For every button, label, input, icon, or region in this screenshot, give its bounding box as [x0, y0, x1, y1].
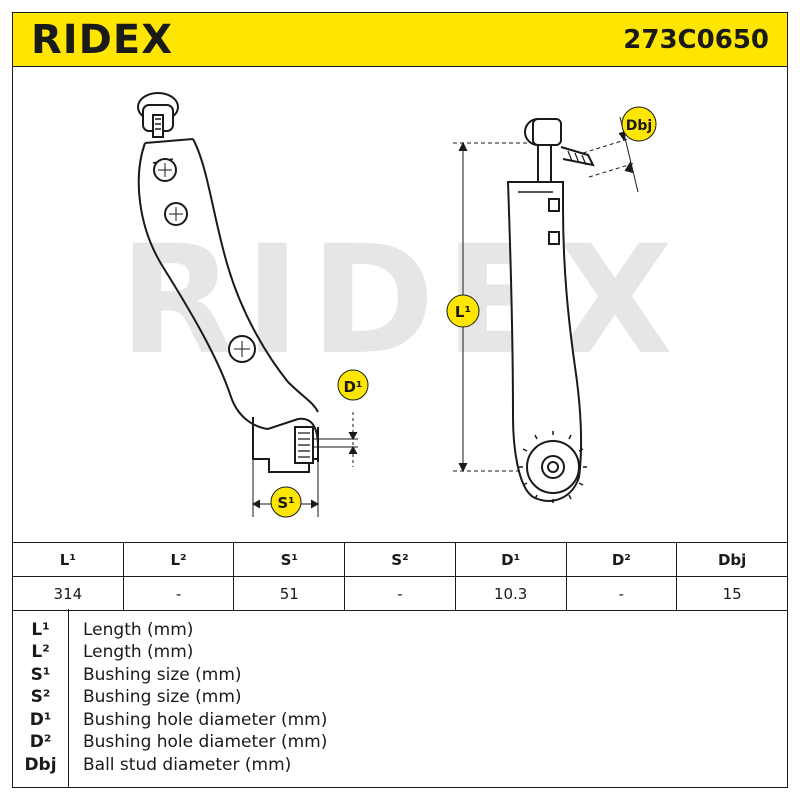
dimension-d1	[313, 412, 358, 467]
legend-description: Bushing hole diameter (mm)	[83, 732, 328, 752]
legend-description: Length (mm)	[83, 642, 194, 662]
legend-description: Bushing hole diameter (mm)	[83, 710, 328, 730]
legend-description: Bushing size (mm)	[83, 687, 242, 707]
spec-header: D²	[565, 542, 678, 577]
spec-value: -	[122, 576, 235, 611]
spec-value-row: 314 - 51 - 10.3 - 15	[12, 576, 788, 611]
legend-symbol: Dbj	[24, 755, 57, 775]
spec-value: 15	[676, 576, 788, 611]
technical-drawing: RIDEX	[12, 67, 788, 542]
spec-header: S¹	[233, 542, 346, 577]
spec-header: Dbj	[676, 542, 788, 577]
spec-value: -	[344, 576, 456, 611]
watermark-logo: RIDEX	[119, 214, 683, 388]
legend-symbol: D¹	[29, 710, 52, 730]
control-arm-side-view	[137, 92, 319, 497]
callout-s1-label: S¹	[277, 494, 294, 512]
spec-value: 10.3	[454, 576, 567, 611]
callout-dbj-label: Dbj	[626, 118, 652, 134]
legend-symbol: S¹	[30, 665, 51, 685]
callout-l1-badge	[446, 294, 480, 328]
part-number: 273C0650	[623, 25, 769, 55]
brand-logo: RIDEX	[31, 17, 174, 63]
spec-value: 51	[233, 576, 346, 611]
legend-symbol: L¹	[31, 620, 50, 640]
callout-l1-label: L¹	[455, 303, 471, 321]
callout-d1-label: D¹	[343, 378, 362, 396]
legend-description: Bushing size (mm)	[83, 665, 242, 685]
spec-header-row: L¹ L² S¹ S² D¹ D² Dbj	[12, 542, 788, 577]
control-arm-front-view	[506, 118, 595, 503]
spec-value: 314	[12, 576, 124, 611]
legend-symbol: D²	[29, 732, 52, 752]
spec-value: -	[565, 576, 678, 611]
callout-dbj-badge	[621, 106, 657, 142]
callout-s1-badge	[270, 486, 302, 518]
callout-d1-badge	[337, 369, 369, 401]
legend-symbol: L²	[31, 642, 50, 662]
drawing-canvas: RIDEX	[119, 92, 683, 518]
legend-symbol: S²	[30, 687, 51, 707]
legend-description: Length (mm)	[83, 620, 194, 640]
legend-divider	[68, 609, 69, 787]
spec-table: L¹ L² S¹ S² D¹ D² Dbj 314 - 51 - 10.3 - …	[12, 542, 788, 611]
legend-description: Ball stud diameter (mm)	[83, 755, 292, 775]
spec-header: D¹	[454, 542, 567, 577]
header-bar: RIDEX 273C0650	[12, 12, 788, 67]
spec-header: L¹	[12, 542, 124, 577]
spec-header: S²	[344, 542, 456, 577]
spec-header: L²	[122, 542, 235, 577]
callout-dbj-text: Dbj	[626, 118, 652, 134]
legend-panel: L¹ Length (mm) L² Length (mm) S¹ Bushing…	[12, 609, 788, 788]
